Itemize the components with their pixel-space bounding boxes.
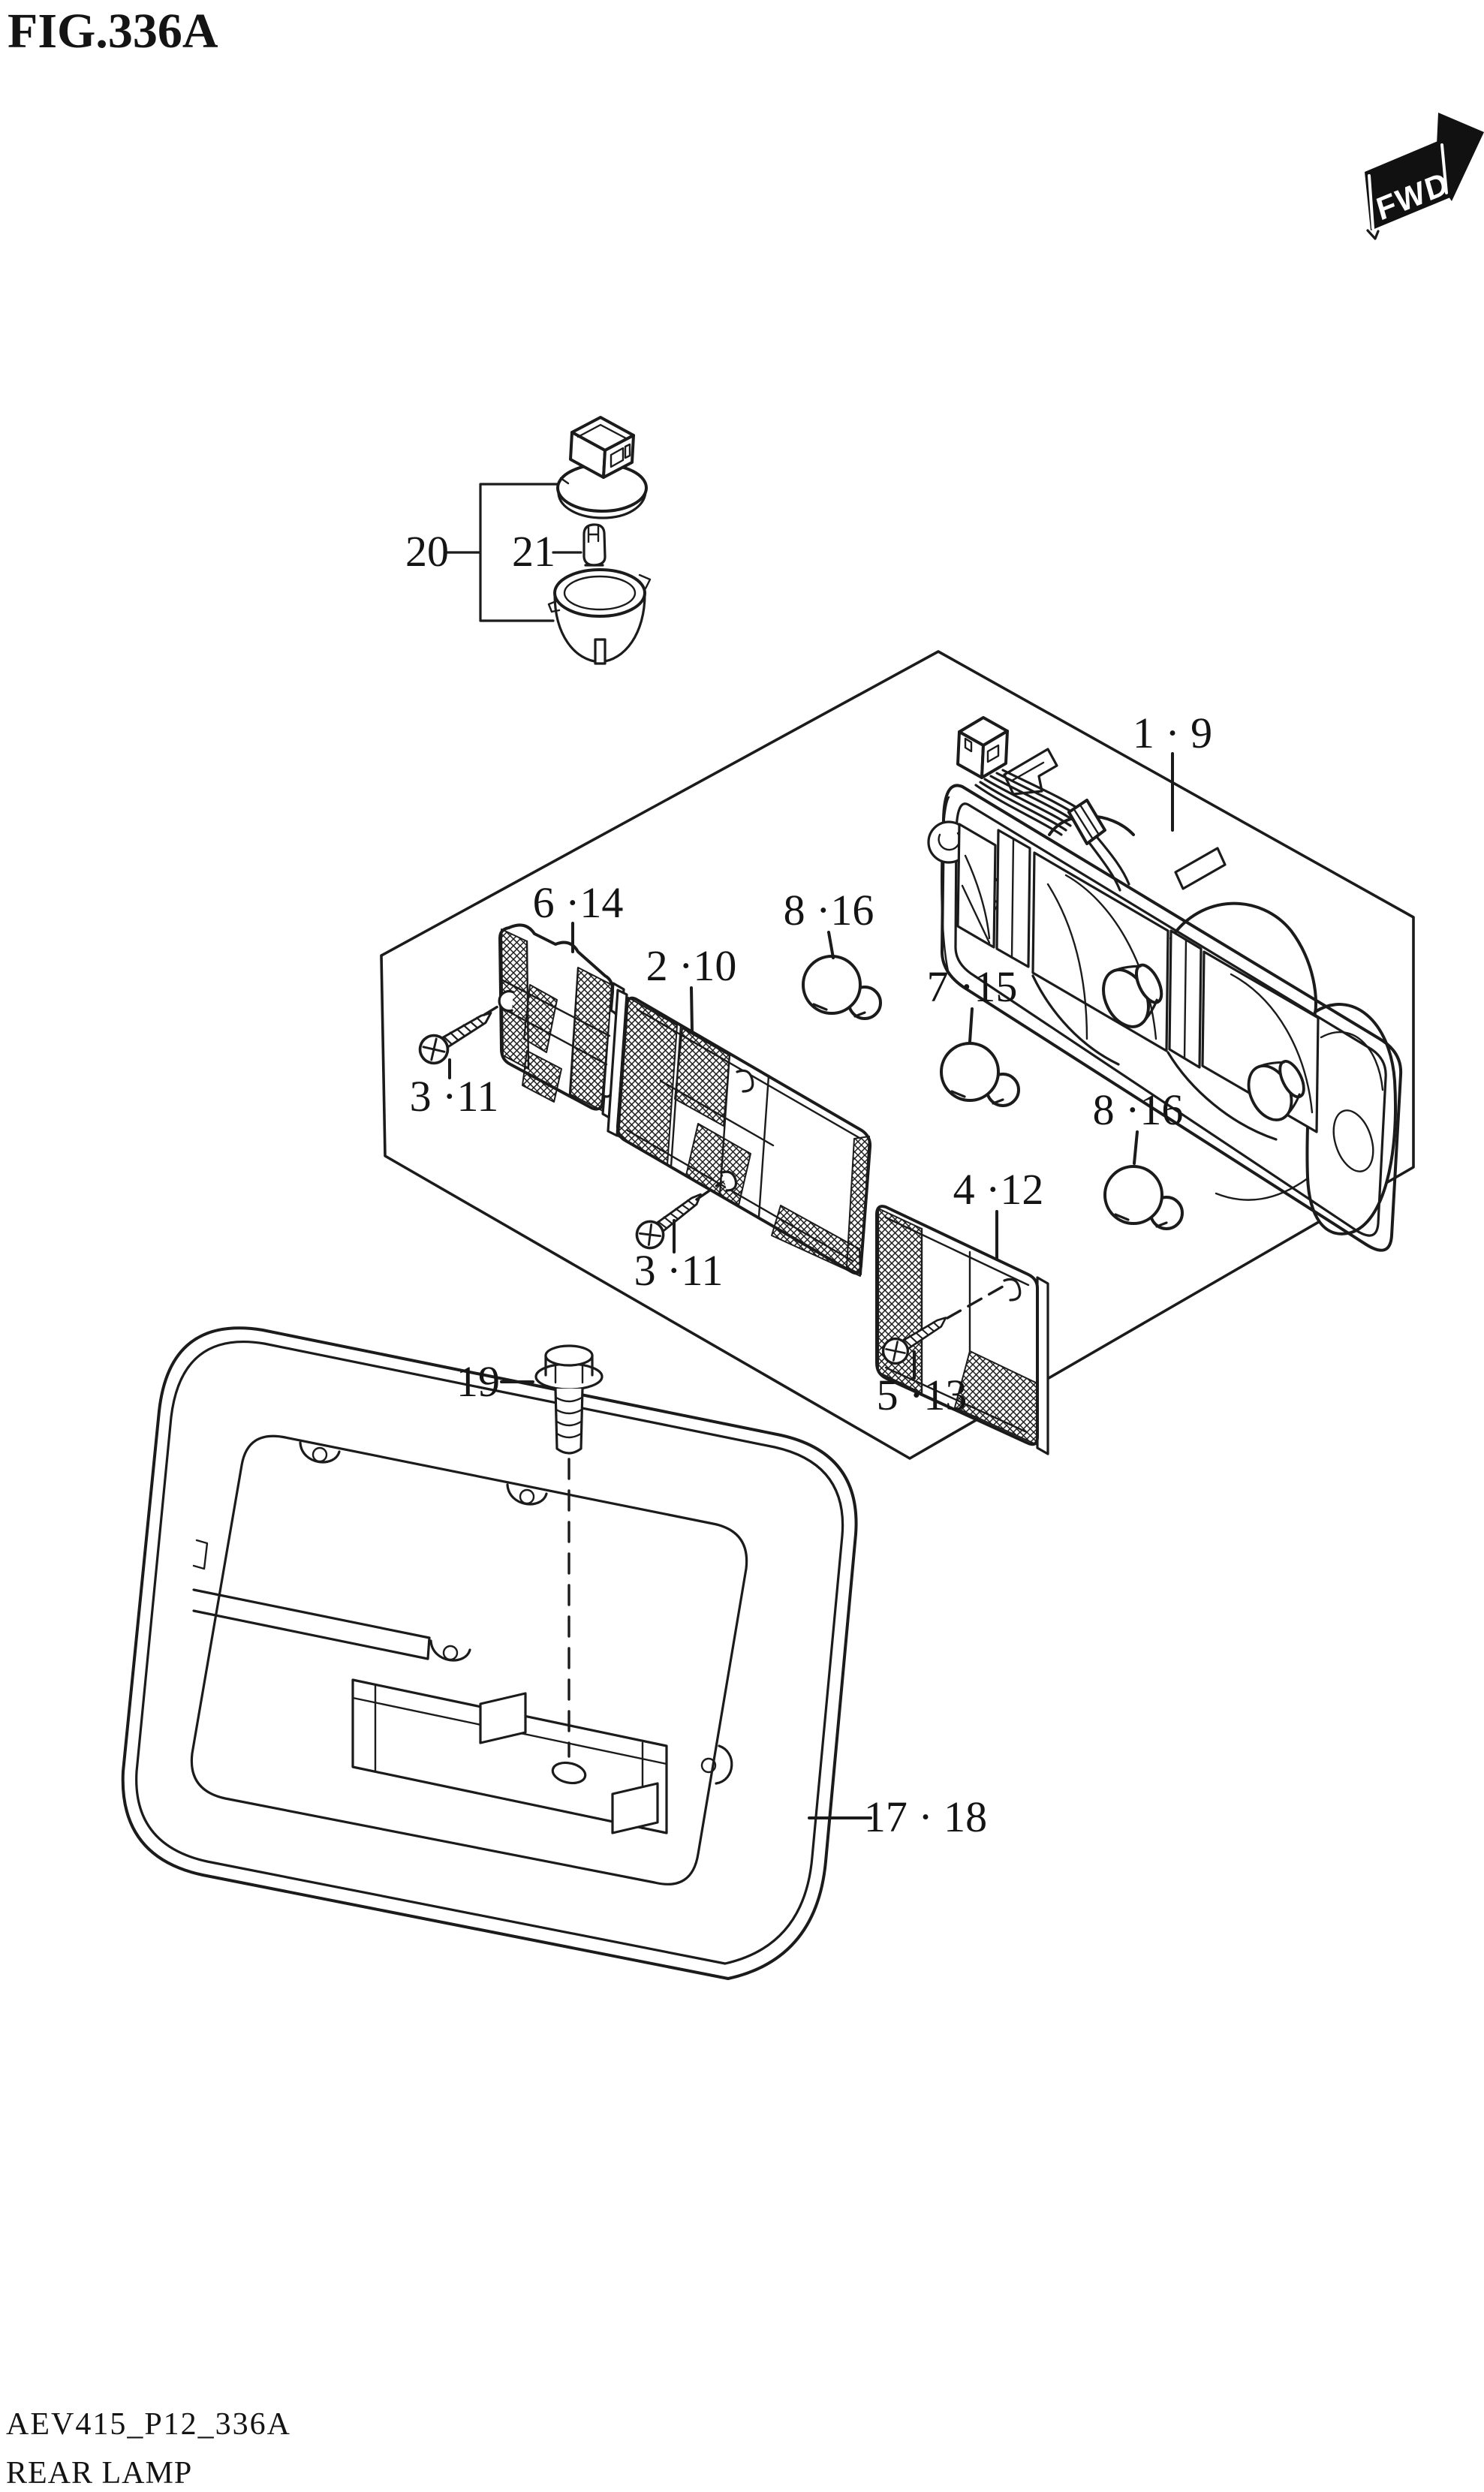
part-number-labels: 1 · 9 6 ·14 8 ·16 2 ·10 7 ·15 8 ·16 3 ·11 4 ·12… (405, 527, 1212, 1841)
lens-2-10 (607, 989, 872, 1277)
socket-and-bulb-group-20-21 (446, 416, 652, 665)
part-label-2-10: 2 ·10 (646, 941, 737, 990)
bulb-7-15 (940, 1042, 1020, 1107)
part-label-3-11-a: 3 ·11 (410, 1072, 499, 1121)
part-label-17-18: 17 · 18 (864, 1792, 987, 1841)
part-label-8-16-a: 8 ·16 (784, 886, 874, 934)
figure-name: REAR LAMP (6, 2456, 193, 2491)
license-bracket-17-18 (121, 1326, 858, 1980)
bulb-socket-connector (556, 416, 648, 519)
part-label-4-12: 4 ·12 (953, 1165, 1044, 1214)
part-label-7-15: 7 ·15 (927, 962, 1018, 1011)
footer: AEV415_P12_336A REAR LAMP (6, 2400, 291, 2492)
screw-3-11-b (630, 1181, 722, 1255)
part-label-3-11-b: 3 ·11 (634, 1246, 724, 1295)
part-label-5-13: 5 ·13 (877, 1371, 968, 1419)
part-label-20: 20 (405, 527, 449, 576)
fwd-arrow-icon: FWD (1365, 113, 1484, 240)
lamp-housing-1-9 (927, 716, 1403, 1252)
bolt-19 (534, 1344, 604, 1758)
part-label-1-9: 1 · 9 (1133, 709, 1212, 757)
wiring-connector (956, 716, 1130, 892)
screw-5-13 (877, 1285, 1004, 1370)
leader-20-21-bracket (446, 483, 582, 622)
bulb-8-16-a (802, 955, 882, 1020)
socket-cup (547, 568, 652, 665)
label-leader-lines (448, 752, 1174, 1819)
figure-title: FIG.336A (8, 4, 218, 59)
screw-3-11-a (413, 1000, 503, 1070)
bulb-8-16-b (1103, 1165, 1184, 1230)
part-label-21: 21 (512, 527, 555, 576)
figure-code: AEV415_P12_336A (6, 2407, 292, 2442)
part-label-6-14: 6 ·14 (533, 878, 624, 927)
part-label-19: 19 (456, 1357, 500, 1406)
part-label-8-16-b: 8 ·16 (1093, 1085, 1184, 1134)
isometric-panel-outline (380, 650, 1415, 1460)
lens-6-14 (498, 923, 625, 1121)
